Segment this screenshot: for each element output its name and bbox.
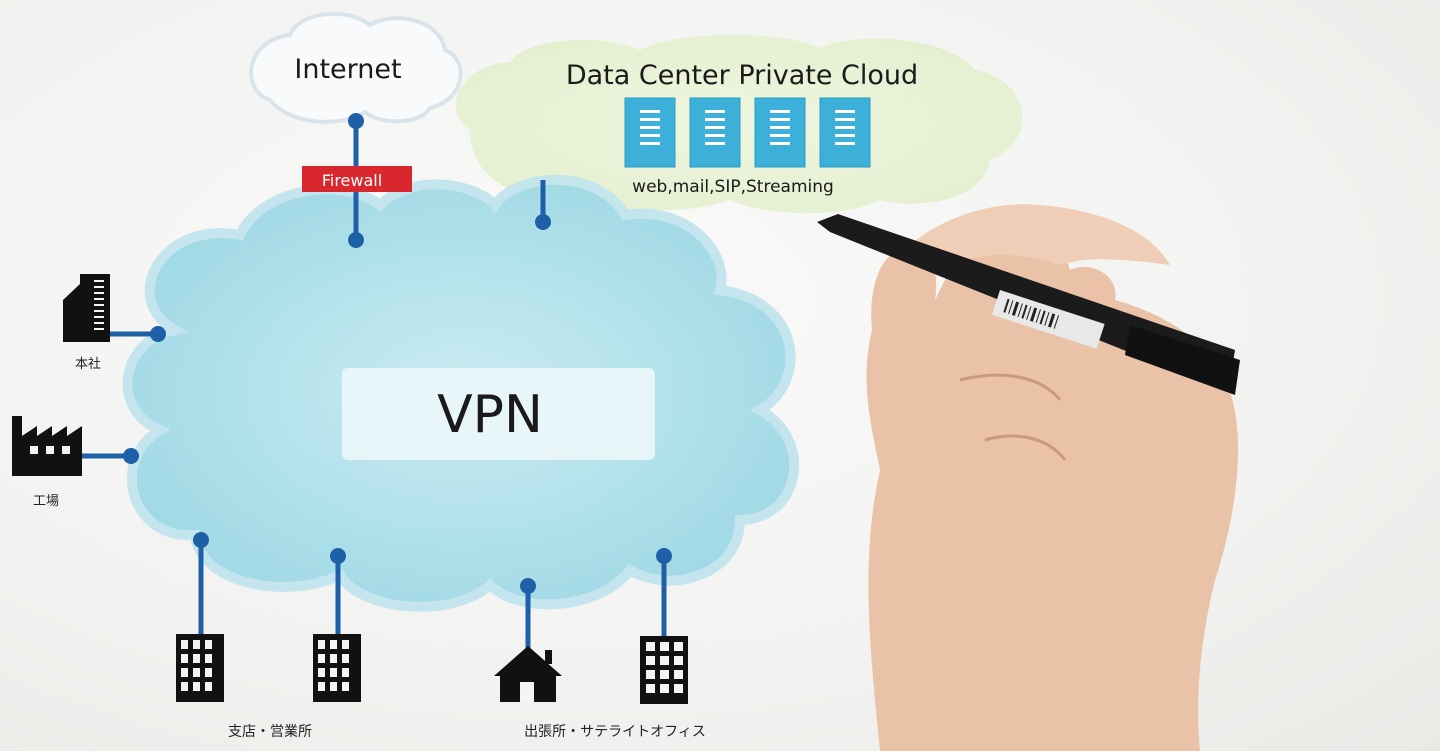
server-icon	[690, 98, 740, 167]
node-dot	[123, 448, 139, 464]
branches-label: 支店・営業所	[228, 724, 312, 740]
node-dot	[348, 113, 364, 129]
vpn-label: VPN	[437, 385, 543, 445]
firewall: Firewall	[302, 166, 412, 192]
internet-cloud: Internet	[251, 14, 461, 122]
node-dot	[535, 214, 551, 230]
internet-label: Internet	[294, 54, 401, 85]
vpn-cloud: VPN	[128, 180, 795, 607]
factory-icon	[12, 416, 82, 476]
datacenter-services: web,mail,SIP,Streaming	[632, 177, 834, 197]
server-icon	[820, 98, 870, 167]
node-dot	[150, 326, 166, 342]
office-building-icon	[640, 636, 688, 704]
headquarters-label: 本社	[75, 356, 101, 372]
node-dot	[348, 232, 364, 248]
firewall-label: Firewall	[322, 171, 382, 190]
server-icon	[755, 98, 805, 167]
node-dot	[330, 548, 346, 564]
headquarters-building-icon	[63, 274, 110, 342]
branch-building-icon	[176, 634, 224, 702]
hand-holding-marker	[817, 204, 1240, 751]
factory-label: 工場	[33, 494, 59, 509]
node-dot	[193, 532, 209, 548]
node-dot	[656, 548, 672, 564]
house-icon	[494, 646, 562, 702]
remote-label: 出張所・サテライトオフィス	[524, 724, 706, 740]
datacenter-title: Data Center Private Cloud	[566, 60, 918, 91]
node-dot	[520, 578, 536, 594]
server-icon	[625, 98, 675, 167]
branch-building-icon	[313, 634, 361, 702]
